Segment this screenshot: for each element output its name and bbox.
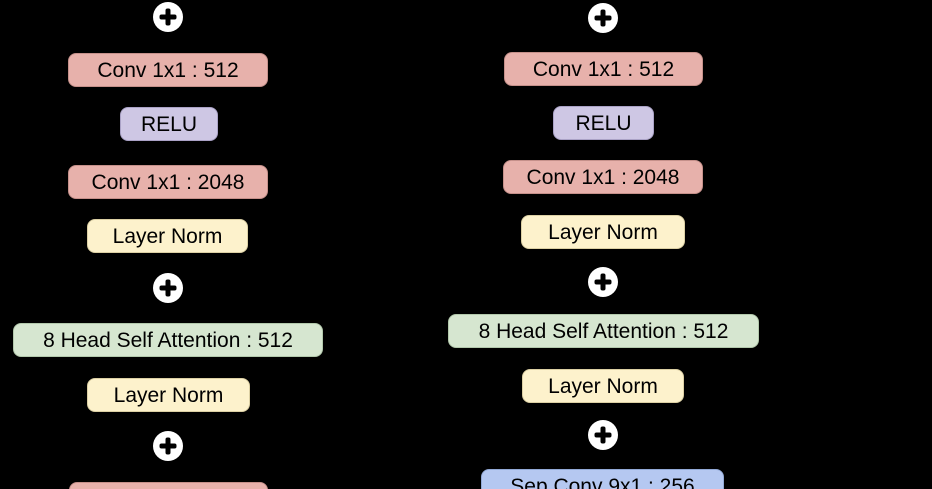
add-plus-icon	[588, 3, 618, 33]
relu-box: RELU	[553, 106, 654, 140]
add-plus-icon	[588, 420, 618, 450]
conv-1x1-2048-box: Conv 1x1 : 2048	[68, 165, 268, 199]
self-attention-box: 8 Head Self Attention : 512	[13, 323, 323, 357]
add-plus-icon	[153, 273, 183, 303]
layer-norm-box: Layer Norm	[522, 369, 684, 403]
conv-1x1-512-box: Conv 1x1 : 512	[68, 53, 268, 87]
conv-1x1-2048-box: Conv 1x1 : 2048	[503, 160, 703, 194]
self-attention-box: 8 Head Self Attention : 512	[448, 314, 759, 348]
relu-box: RELU	[120, 107, 218, 141]
sep-conv-9x1-256-box: Sep Conv 9x1 : 256	[481, 469, 724, 489]
layer-norm-box: Layer Norm	[87, 219, 248, 253]
layer-norm-box: Layer Norm	[521, 215, 685, 249]
conv-1x1-512-box: Conv 1x1 : 512	[504, 52, 703, 86]
add-plus-icon	[588, 267, 618, 297]
add-plus-icon	[153, 2, 183, 32]
conv-box-partial	[69, 482, 268, 489]
add-plus-icon	[153, 431, 183, 461]
layer-norm-box: Layer Norm	[87, 378, 250, 412]
